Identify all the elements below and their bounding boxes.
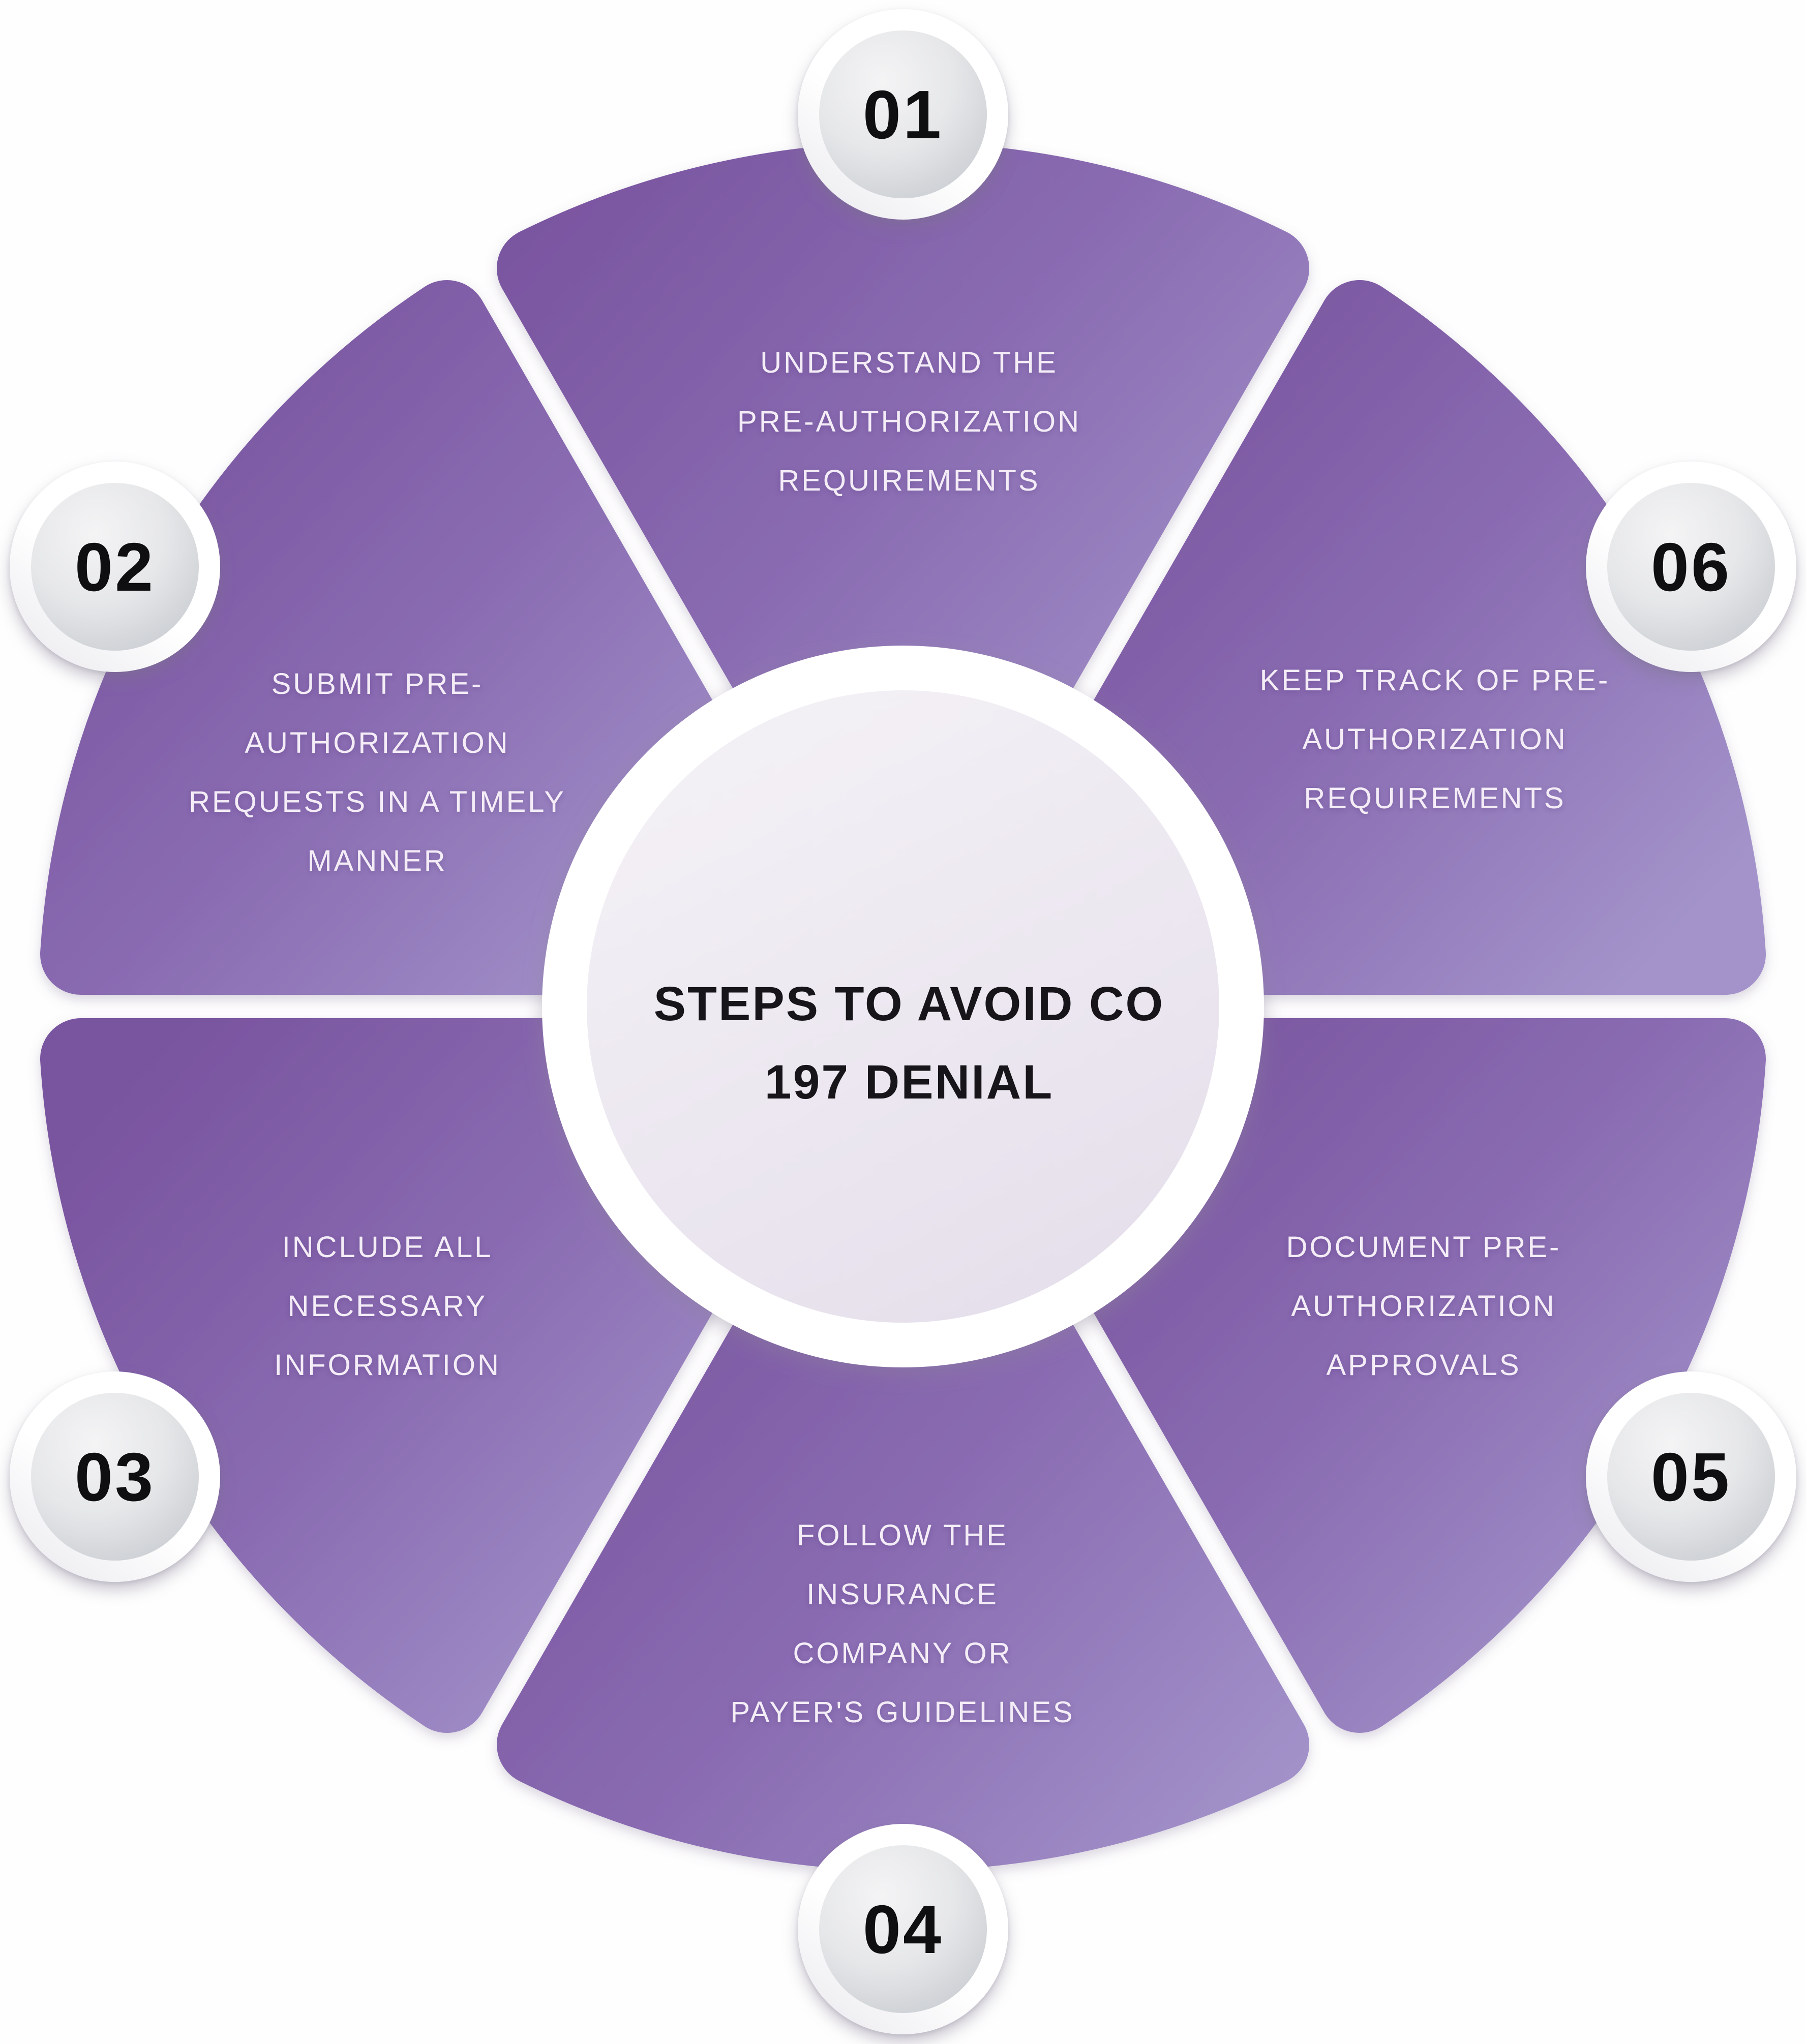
step-badge-03-circle: 03 [31, 1393, 199, 1561]
step-number-04: 04 [862, 1890, 944, 1968]
step-number-05: 05 [1650, 1438, 1732, 1515]
step-number-01: 01 [862, 76, 944, 153]
center-circle-fill [587, 690, 1219, 1323]
step-badge-02-circle: 02 [31, 483, 199, 651]
step-label-05: DOCUMENT PRE- AUTHORIZATION APPROVALS [1286, 1231, 1561, 1382]
step-badge-03: 03 [10, 1371, 220, 1582]
step-label-01: UNDERSTAND THE PRE-AUTHORIZATION REQUIRE… [737, 346, 1081, 497]
step-badge-06: 06 [1586, 462, 1796, 672]
center-circle-group [542, 646, 1264, 1367]
step-badge-01-circle: 01 [819, 30, 987, 198]
step-badge-06-circle: 06 [1607, 483, 1775, 651]
step-badge-01: 01 [798, 9, 1008, 220]
step-label-02: SUBMIT PRE- AUTHORIZATION REQUESTS IN A … [189, 667, 566, 877]
step-label-06: KEEP TRACK OF PRE- AUTHORIZATION REQUIRE… [1259, 664, 1610, 815]
center-title: STEPS TO AVOID CO 197 DENIAL [653, 977, 1165, 1109]
step-badge-04-circle: 04 [819, 1845, 987, 2013]
step-label-03: INCLUDE ALL NECESSARY INFORMATION [274, 1231, 501, 1382]
step-label-04: FOLLOW THE INSURANCE COMPANY OR PAYER'S … [730, 1519, 1075, 1729]
step-number-06: 06 [1650, 528, 1732, 605]
petal-group [40, 142, 1766, 1871]
step-badge-02: 02 [10, 462, 220, 672]
step-badge-05: 05 [1586, 1371, 1796, 1582]
step-badge-04: 04 [798, 1824, 1008, 2034]
step-badge-05-circle: 05 [1607, 1393, 1775, 1561]
step-number-02: 02 [74, 528, 156, 605]
step-number-03: 03 [74, 1438, 156, 1515]
